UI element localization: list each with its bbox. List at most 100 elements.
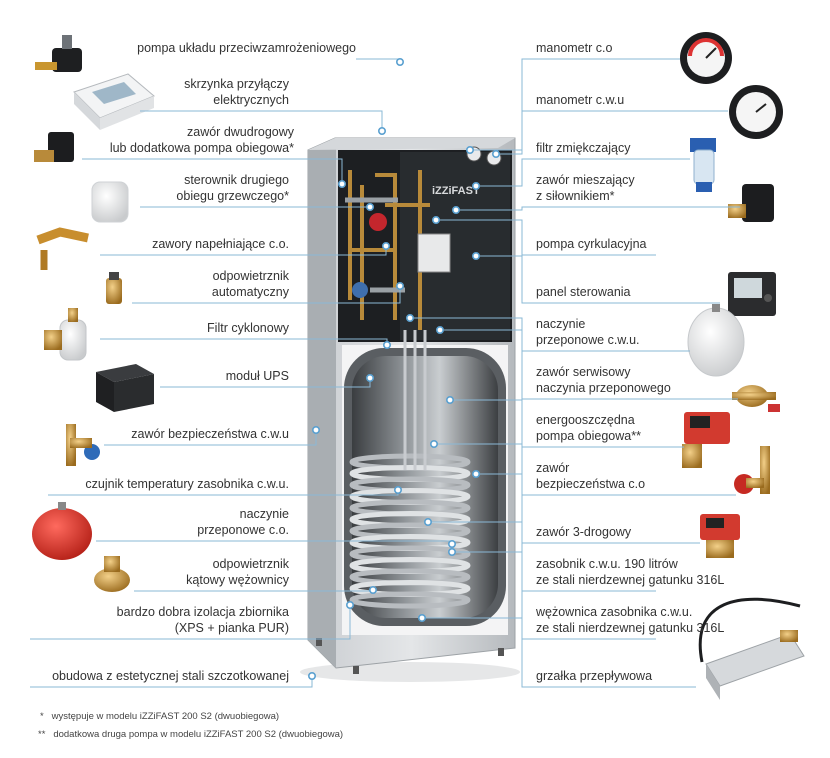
label-pompa-przeciwzamrozeniowa: pompa układu przeciwzamrożeniowego	[137, 40, 356, 56]
footnote-1-mark: *	[40, 711, 44, 722]
label-line: Filtr cyklonowy	[207, 321, 289, 335]
leader-pompa-przeciwzamrozeniowa	[356, 58, 401, 62]
label-line: filtr zmiękczający	[536, 141, 631, 155]
foot	[353, 666, 359, 674]
leader-dot-zawor-bezpieczenstwa-cwu	[311, 425, 320, 434]
label-obudowa: obudowa z estetycznej stali szczotkowane…	[52, 668, 289, 684]
label-line: pompa obiegowa**	[536, 429, 641, 443]
leader-dot-naczynie-przeponowe-co	[447, 539, 456, 548]
leader-dot-filtr-zmiekczajacy	[471, 182, 480, 191]
tank-coil	[349, 453, 471, 609]
thumb-manometer-cwu	[729, 85, 783, 139]
label-modul-ups: moduł UPS	[226, 368, 289, 384]
label-line: odpowietrznik	[212, 557, 289, 571]
leader-dot-izolacja-zbiornika	[345, 600, 354, 609]
thumb-second-circuit-controller	[91, 181, 129, 223]
label-line: panel sterowania	[536, 285, 631, 299]
label-line: kątowy wężownicy	[186, 573, 289, 587]
tank-riser-pipes	[403, 330, 427, 470]
label-line: przeponowe c.o.	[197, 523, 289, 537]
glass-front	[400, 152, 510, 340]
label-line: ze stali nierdzewnej gatunku 316L	[536, 573, 725, 587]
leader-dot-naczynie-przeponowe-cwu	[435, 325, 444, 334]
foot	[498, 648, 504, 656]
thumb-angle-air-vent	[94, 556, 130, 592]
leader-zawor-mieszajacy	[456, 206, 740, 211]
label-panel-sterowania: panel sterowania	[536, 284, 631, 300]
brand-logo: iZZiFAST	[432, 185, 480, 197]
leader-dot-wezownica	[417, 613, 426, 622]
leader-dot-pompa-cyrkulacyjna	[431, 216, 440, 225]
label-line: pompa cyrkulacyjna	[536, 237, 647, 251]
label-line: grzałka przepływowa	[536, 669, 653, 683]
label-zasobnik: zasobnik c.w.u. 190 litrów ze stali nierd…	[536, 556, 724, 588]
leader-odpowietrznik-automatyczny	[132, 286, 401, 304]
label-line: zasobnik c.w.u. 190 litrów	[536, 557, 678, 571]
coil-ring	[349, 591, 471, 609]
pump-in-unit-2	[352, 282, 368, 298]
thumb-antifreeze-pump	[35, 35, 82, 72]
leader-dot-filtr-cyklonowy	[382, 340, 391, 349]
label-pompa-cyrkulacyjna: pompa cyrkulacyjna	[536, 236, 646, 252]
thumb-flow-heater	[698, 597, 805, 700]
leader-dot-skrzynka-przylaczy	[377, 127, 386, 136]
label-line: obudowa z estetycznej stali szczotkowane…	[52, 669, 289, 683]
leader-zawor-bezpieczenstwa-cwu	[104, 430, 317, 446]
thumb-co-safety-valve	[734, 446, 770, 494]
label-czujnik-temperatury: czujnik temperatury zasobnika c.w.u.	[85, 476, 289, 492]
leader-dot-sterownik-drugiego-obiegu	[365, 203, 374, 212]
label-line: wężownica zasobnika c.w.u.	[536, 605, 693, 619]
label-zawory-napelniajace: zawory napełniające c.o.	[152, 236, 289, 252]
footnote-2: ** dodatkowa druga pompa w modelu iZZiFA…	[38, 729, 343, 740]
label-izolacja-zbiornika: bardzo dobra izolacja zbiornika (XPS + pi…	[117, 604, 289, 636]
leader-pompa-cyrkulacyjna	[436, 219, 656, 256]
leader-dot-pompa-przeciwzamrozeniowa	[395, 57, 404, 66]
leader-panel-sterowania	[476, 255, 720, 304]
label-line: zawór serwisowy	[536, 365, 631, 379]
label-line: bardzo dobra izolacja zbiornika	[116, 605, 289, 619]
boiler-unit: iZZiFAST	[300, 137, 520, 682]
label-line: sterownik drugiego	[184, 173, 289, 187]
leader-dot-obudowa	[307, 671, 316, 680]
label-line: zawór dwudrogowy	[187, 125, 294, 139]
label-filtr-zmiekczajacy: filtr zmiękczający	[536, 140, 630, 156]
leader-dot-zawor-3-drogowy	[423, 517, 432, 526]
leader-dot-zawor-serwisowy	[445, 395, 454, 404]
label-line: elektrycznych	[213, 93, 289, 107]
boiler-side-panel	[308, 140, 336, 668]
label-line: automatyczny	[211, 285, 289, 299]
label-line: energooszczędna	[536, 413, 635, 427]
label-zawor-dwudrogowy: zawór dwudrogowy lub dodatkowa pompa obie…	[110, 124, 294, 156]
label-line: moduł UPS	[225, 369, 289, 383]
label-line: naczynia przeponowego	[536, 381, 671, 395]
label-wezownica: wężownica zasobnika c.w.u.ze stali nierd…	[536, 604, 724, 636]
thumb-co-expansion-vessel	[32, 502, 92, 560]
thumb-three-way-valve	[700, 514, 740, 558]
label-skrzynka-przylaczy: skrzynka przyłączy elektrycznych	[184, 76, 289, 108]
pump-in-unit	[369, 213, 387, 231]
label-line: zawory napełniające c.o.	[152, 237, 289, 251]
label-line: zawór mieszający	[536, 173, 635, 187]
label-line: skrzynka przyłączy	[184, 77, 289, 91]
leader-modul-ups	[160, 378, 371, 388]
footnote-1: * występuje w modelu iZZiFAST 200 S2 (dw…	[40, 711, 279, 722]
upper-piping	[348, 170, 430, 330]
leader-dot-manometr-cwu	[491, 150, 500, 159]
leader-skrzynka-przylaczy	[140, 110, 383, 131]
label-line: zawór 3-drogowy	[536, 525, 632, 539]
thumb-service-valve	[732, 385, 780, 412]
thumb-auto-air-vent	[106, 272, 122, 304]
label-line: lub dodatkowa pompa obiegowa*	[109, 141, 294, 155]
label-line: (XPS + pianka PUR)	[174, 621, 289, 635]
thumb-fill-valves	[36, 227, 89, 270]
leader-manometr-cwu	[496, 110, 728, 155]
thumb-mixing-valve-actuator	[728, 184, 774, 222]
leader-dot-odpowietrznik-automatyczny	[395, 281, 404, 290]
unit-control-panel	[417, 233, 451, 273]
leader-dot-czujnik-temperatury	[393, 485, 402, 494]
thumb-ups-battery	[96, 364, 154, 412]
leader-dot-modul-ups	[365, 373, 374, 382]
